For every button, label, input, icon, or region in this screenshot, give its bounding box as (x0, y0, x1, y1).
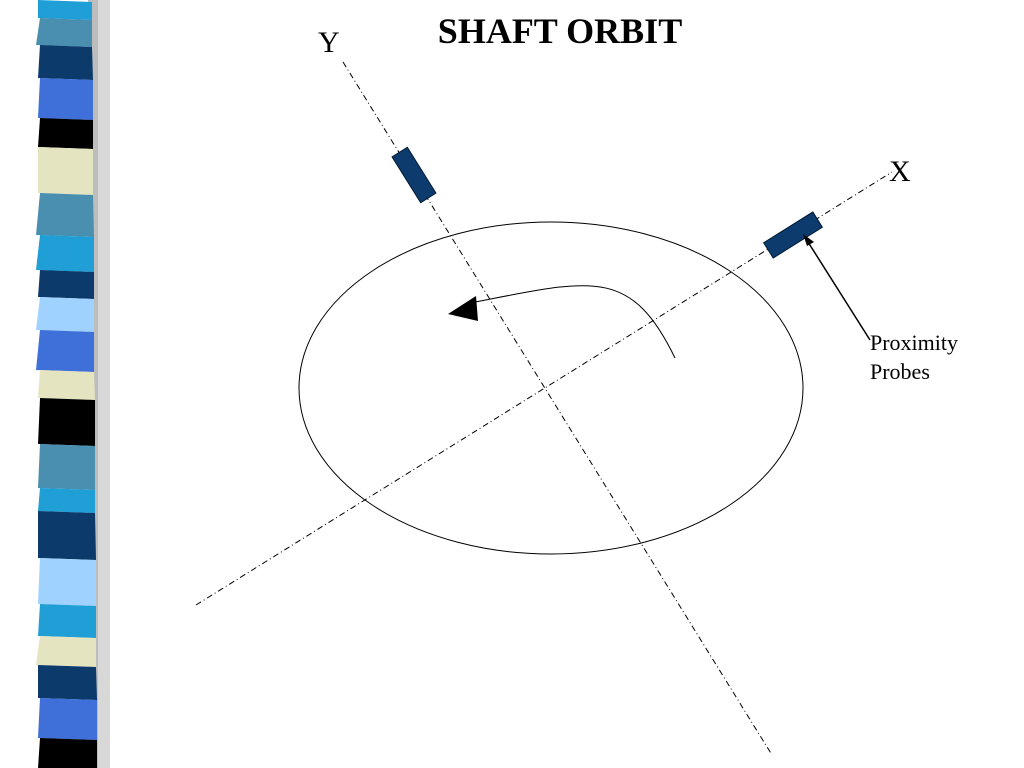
y-proximity-probe (391, 146, 437, 204)
y-axis-label: Y (318, 26, 340, 59)
stripe-segment (38, 147, 93, 195)
callout-pointer-arrowhead (803, 234, 814, 246)
slide-title: SHAFT ORBIT (437, 11, 683, 51)
proximity-probes-callout: Proximity Probes (870, 328, 958, 386)
stripe-segment (36, 330, 94, 372)
stripe-segment (38, 488, 95, 513)
stripe-segment (38, 604, 96, 638)
stripe-segment (36, 18, 92, 47)
orbit-ellipse (298, 221, 804, 555)
stripe-segment (36, 193, 94, 237)
x-axis-label: X (889, 155, 911, 188)
callout-line-2: Probes (870, 359, 930, 384)
stripe-segment (38, 558, 96, 606)
stripe-segment (38, 78, 93, 120)
callout-line-1: Proximity (870, 330, 959, 355)
decorative-stripe-bar (36, 0, 97, 768)
stripe-segment (38, 511, 96, 560)
stripe-segment (38, 398, 95, 446)
stripe-segment (36, 636, 96, 667)
stripe-segment (38, 665, 97, 700)
stripe-segment (38, 444, 95, 490)
stripe-segment (38, 370, 95, 400)
stripe-segment (38, 738, 97, 768)
stripe-segment (36, 297, 94, 332)
stripe-segment (38, 270, 94, 299)
stripe-segment (36, 235, 94, 272)
x-proximity-probe (762, 211, 824, 259)
rotation-arrowhead (448, 296, 478, 321)
stripe-segment (38, 118, 93, 149)
stripe-segment (38, 0, 92, 20)
rotation-arrow-curve (469, 285, 676, 359)
stripe-segment (38, 45, 93, 80)
stripe-segment (38, 698, 97, 740)
callout-pointer-line (807, 241, 871, 341)
